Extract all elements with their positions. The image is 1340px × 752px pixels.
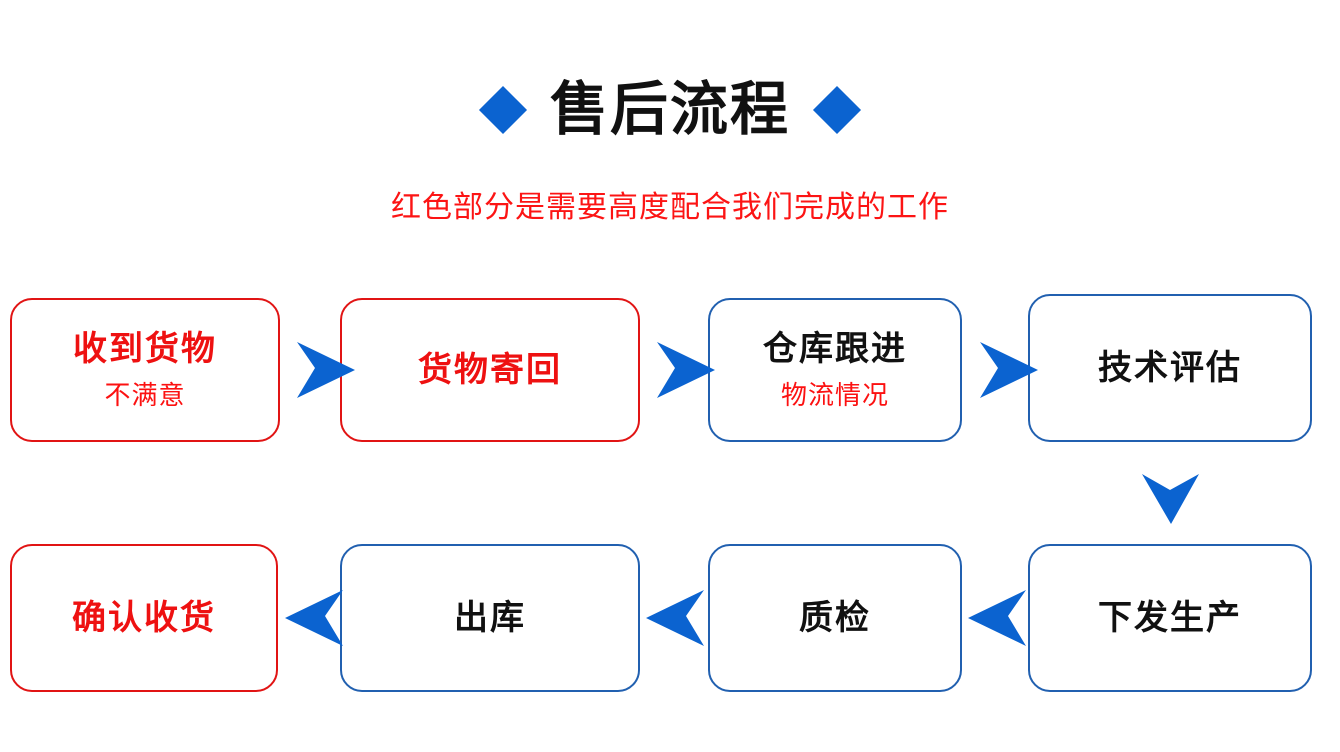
flow-step-receive-goods[interactable]: 收到货物 不满意 — [10, 298, 280, 442]
page-title: 售后流程 — [549, 77, 790, 142]
arrow-left-3-icon — [968, 586, 1030, 650]
diamond-bullet-right-icon — [812, 85, 862, 135]
flow-step-title: 货物寄回 — [418, 351, 562, 389]
flow-step-title: 仓库跟进 — [763, 330, 907, 368]
flow-step-subtitle: 不满意 — [104, 380, 186, 410]
arrow-down-1-icon — [1139, 470, 1203, 528]
title-row: 售后流程 — [0, 78, 1340, 142]
flow-step-technical-assessment[interactable]: 技术评估 — [1028, 294, 1312, 442]
flow-step-title: 确认收货 — [72, 599, 216, 637]
flow-step-title: 收到货物 — [73, 330, 217, 368]
arrow-left-1-icon — [285, 586, 347, 650]
arrow-right-3-icon — [976, 338, 1038, 402]
flow-step-outbound[interactable]: 出库 — [340, 544, 640, 692]
flow-step-issue-production[interactable]: 下发生产 — [1028, 544, 1312, 692]
arrow-left-2-icon — [646, 586, 708, 650]
flow-step-subtitle: 物流情况 — [780, 380, 889, 410]
flow-step-warehouse-followup[interactable]: 仓库跟进 物流情况 — [708, 298, 962, 442]
flow-step-title: 质检 — [799, 599, 871, 637]
flow-step-title: 出库 — [454, 599, 526, 637]
flow-step-confirm-receipt[interactable]: 确认收货 — [10, 544, 278, 692]
flow-step-return-goods[interactable]: 货物寄回 — [340, 298, 640, 442]
page-subtitle: 红色部分是需要高度配合我们完成的工作 — [391, 191, 949, 224]
flow-step-title: 技术评估 — [1098, 349, 1242, 387]
arrow-right-2-icon — [653, 338, 715, 402]
diamond-bullet-left-icon — [478, 85, 528, 135]
flow-step-title: 下发生产 — [1098, 599, 1242, 637]
flow-step-quality-inspection[interactable]: 质检 — [708, 544, 962, 692]
arrow-right-1-icon — [293, 338, 355, 402]
